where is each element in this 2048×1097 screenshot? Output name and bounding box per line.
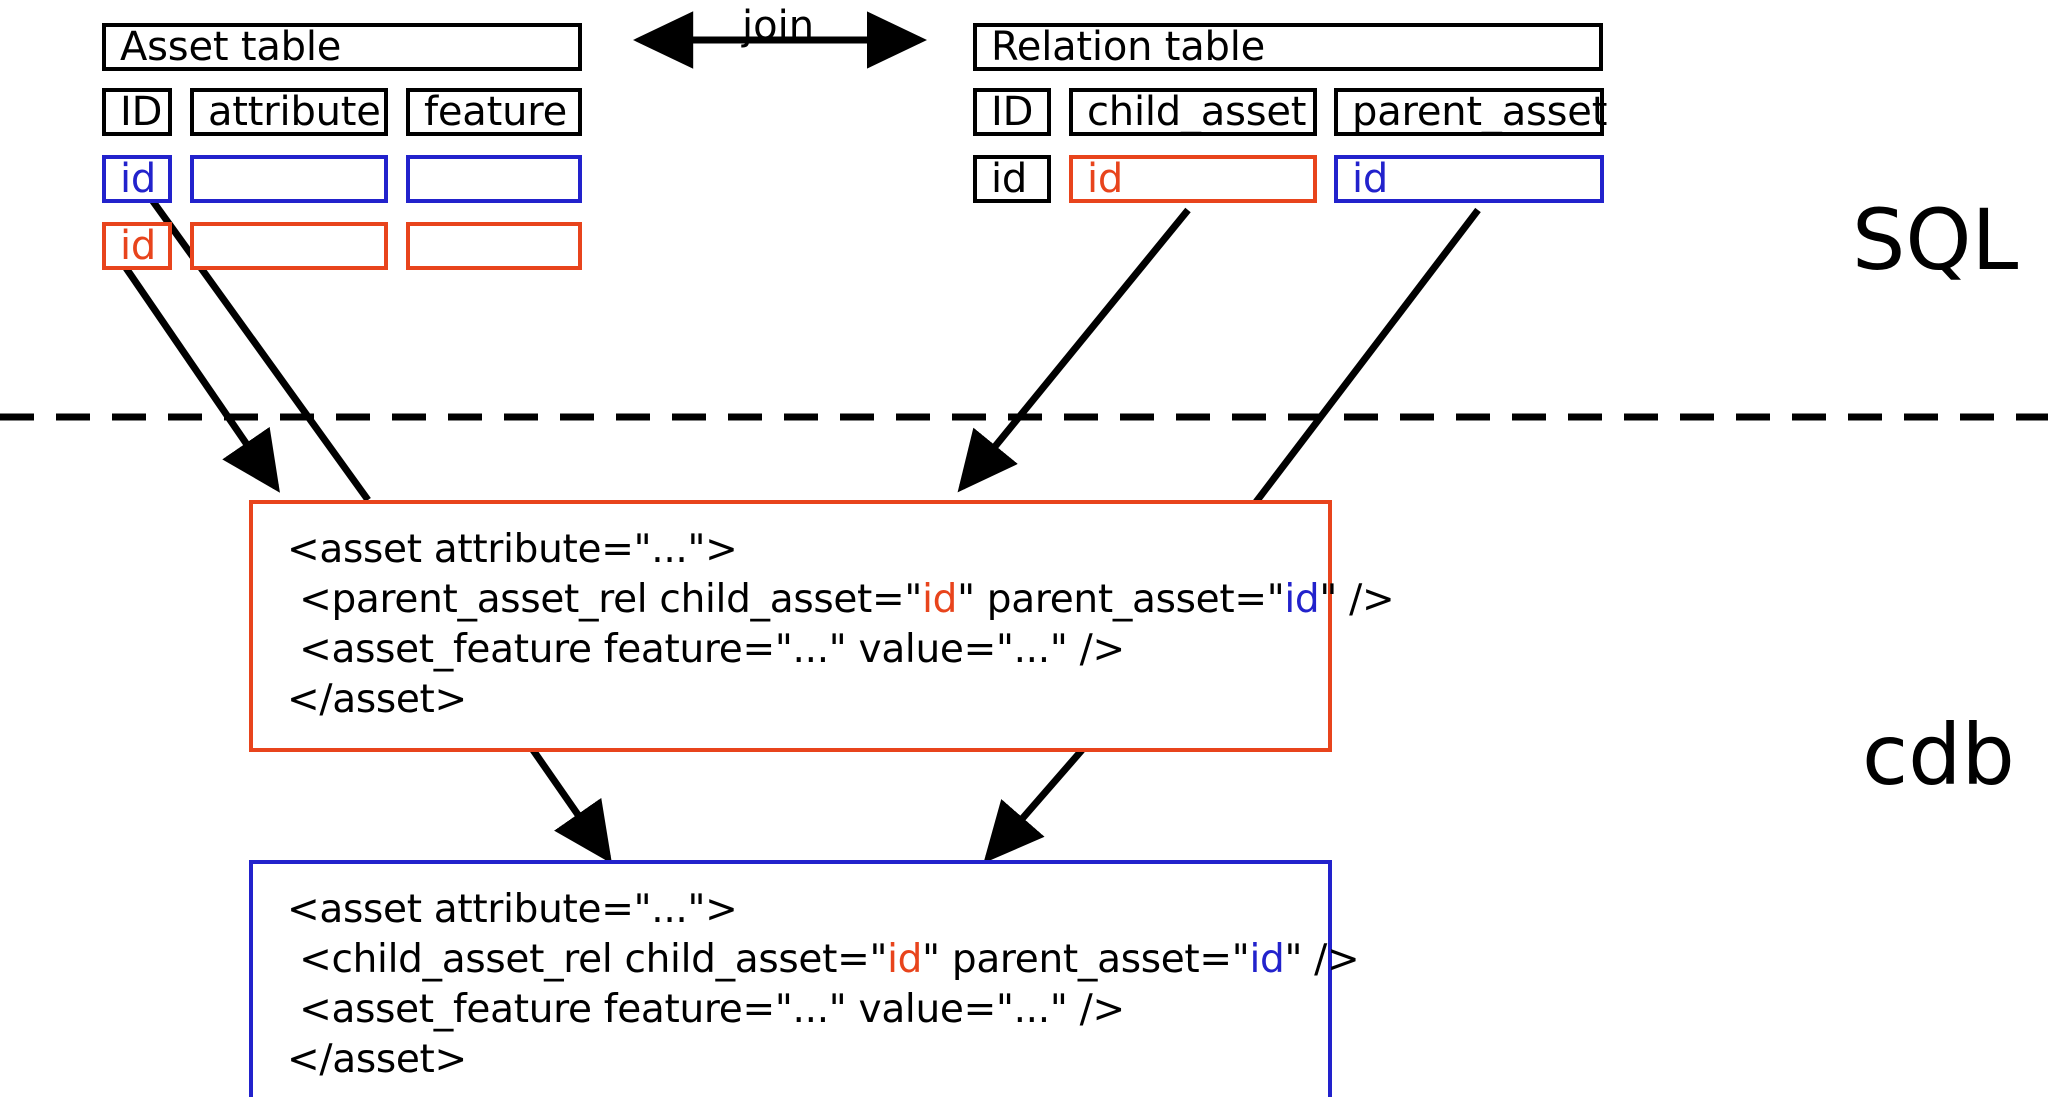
child-xml-line-1-token-2: " parent_asset=" <box>922 937 1250 983</box>
child-xml-line-3: </asset> <box>287 1040 1328 1080</box>
parent-xml-line-1-token-3: id <box>1284 577 1320 623</box>
child-xml-line-3-token-0: </asset> <box>287 1037 467 1083</box>
wire-parent-code-to-child-code-left <box>530 748 612 864</box>
relation-table-title: Relation table <box>973 23 1603 71</box>
parent-xml-line-1-token-2: " parent_asset=" <box>957 577 1285 623</box>
child-asset-xml-block[interactable]: <asset attribute="..."> <child_asset_rel… <box>249 860 1360 1097</box>
join-label: join <box>742 3 815 49</box>
asset-table-row1-attribute[interactable] <box>190 222 388 270</box>
relation-table-col-parent-asset: parent_asset <box>1334 88 1607 136</box>
asset-table-row1-feature[interactable] <box>406 222 582 270</box>
asset-table-row1-id[interactable]: id <box>102 222 172 270</box>
child-xml-line-1-token-1: id <box>887 937 923 983</box>
child-xml-line-1-token-3: id <box>1249 937 1285 983</box>
parent-xml-line-3: </asset> <box>287 680 1328 720</box>
parent-asset-xml-block[interactable]: <asset attribute="..."> <parent_asset_re… <box>249 500 1395 752</box>
relation-table-col-child-asset: child_asset <box>1069 88 1317 136</box>
asset-table-row0-id[interactable]: id <box>102 155 172 203</box>
parent-xml-line-1-token-1: id <box>922 577 958 623</box>
wire-parent-code-to-child-code-right <box>983 747 1085 864</box>
child-xml-line-0-token-0: <asset attribute="..."> <box>287 887 738 932</box>
child-xml-line-1-token-0: <child_asset_rel child_asset=" <box>287 937 888 983</box>
child-xml-line-2-token-0: <asset_feature feature="..." value="..."… <box>287 987 1125 1033</box>
wire-asset-red-id-to-parent-code <box>123 266 280 493</box>
parent-xml-line-2: <asset_feature feature="..." value="..."… <box>287 630 1328 670</box>
parent-xml-line-1: <parent_asset_rel child_asset="id" paren… <box>287 577 1395 623</box>
child-xml-line-2: <asset_feature feature="..." value="..."… <box>287 990 1328 1030</box>
child-xml-line-1: <child_asset_rel child_asset="id" parent… <box>287 937 1360 983</box>
layer-label-sql: SQL <box>1852 191 2019 289</box>
parent-xml-line-1-token-0: <parent_asset_rel child_asset=" <box>287 577 923 623</box>
relation-table-row0-child-asset[interactable]: id <box>1069 155 1317 203</box>
parent-xml-line-1-token-4: " /> <box>1319 577 1395 623</box>
parent-xml-line-0: <asset attribute="..."> <box>287 527 1328 572</box>
layer-label-cdb: cdb <box>1862 706 2015 804</box>
parent-xml-line-2-token-0: <asset_feature feature="..." value="..."… <box>287 627 1125 673</box>
wire-relation-child-asset-to-parent-code <box>957 207 1191 493</box>
child-xml-line-1-token-4: " /> <box>1284 937 1360 983</box>
relation-table-row0-parent-asset[interactable]: id <box>1334 155 1604 203</box>
parent-xml-line-3-token-0: </asset> <box>287 677 467 723</box>
asset-table-col-attribute: attribute <box>190 88 388 136</box>
asset-table-row0-feature[interactable] <box>406 155 582 203</box>
relation-table-row0-id[interactable]: id <box>973 155 1051 203</box>
asset-table-row0-attribute[interactable] <box>190 155 388 203</box>
parent-xml-line-0-token-0: <asset attribute="..."> <box>287 527 738 572</box>
wire-relation-parent-asset-to-parent-code <box>1253 207 1481 505</box>
asset-table-title: Asset table <box>102 23 582 71</box>
asset-table-col-id: ID <box>102 88 172 136</box>
asset-table-col-feature: feature <box>406 88 582 136</box>
child-xml-line-0: <asset attribute="..."> <box>287 887 1328 932</box>
relation-table-col-id: ID <box>973 88 1051 136</box>
